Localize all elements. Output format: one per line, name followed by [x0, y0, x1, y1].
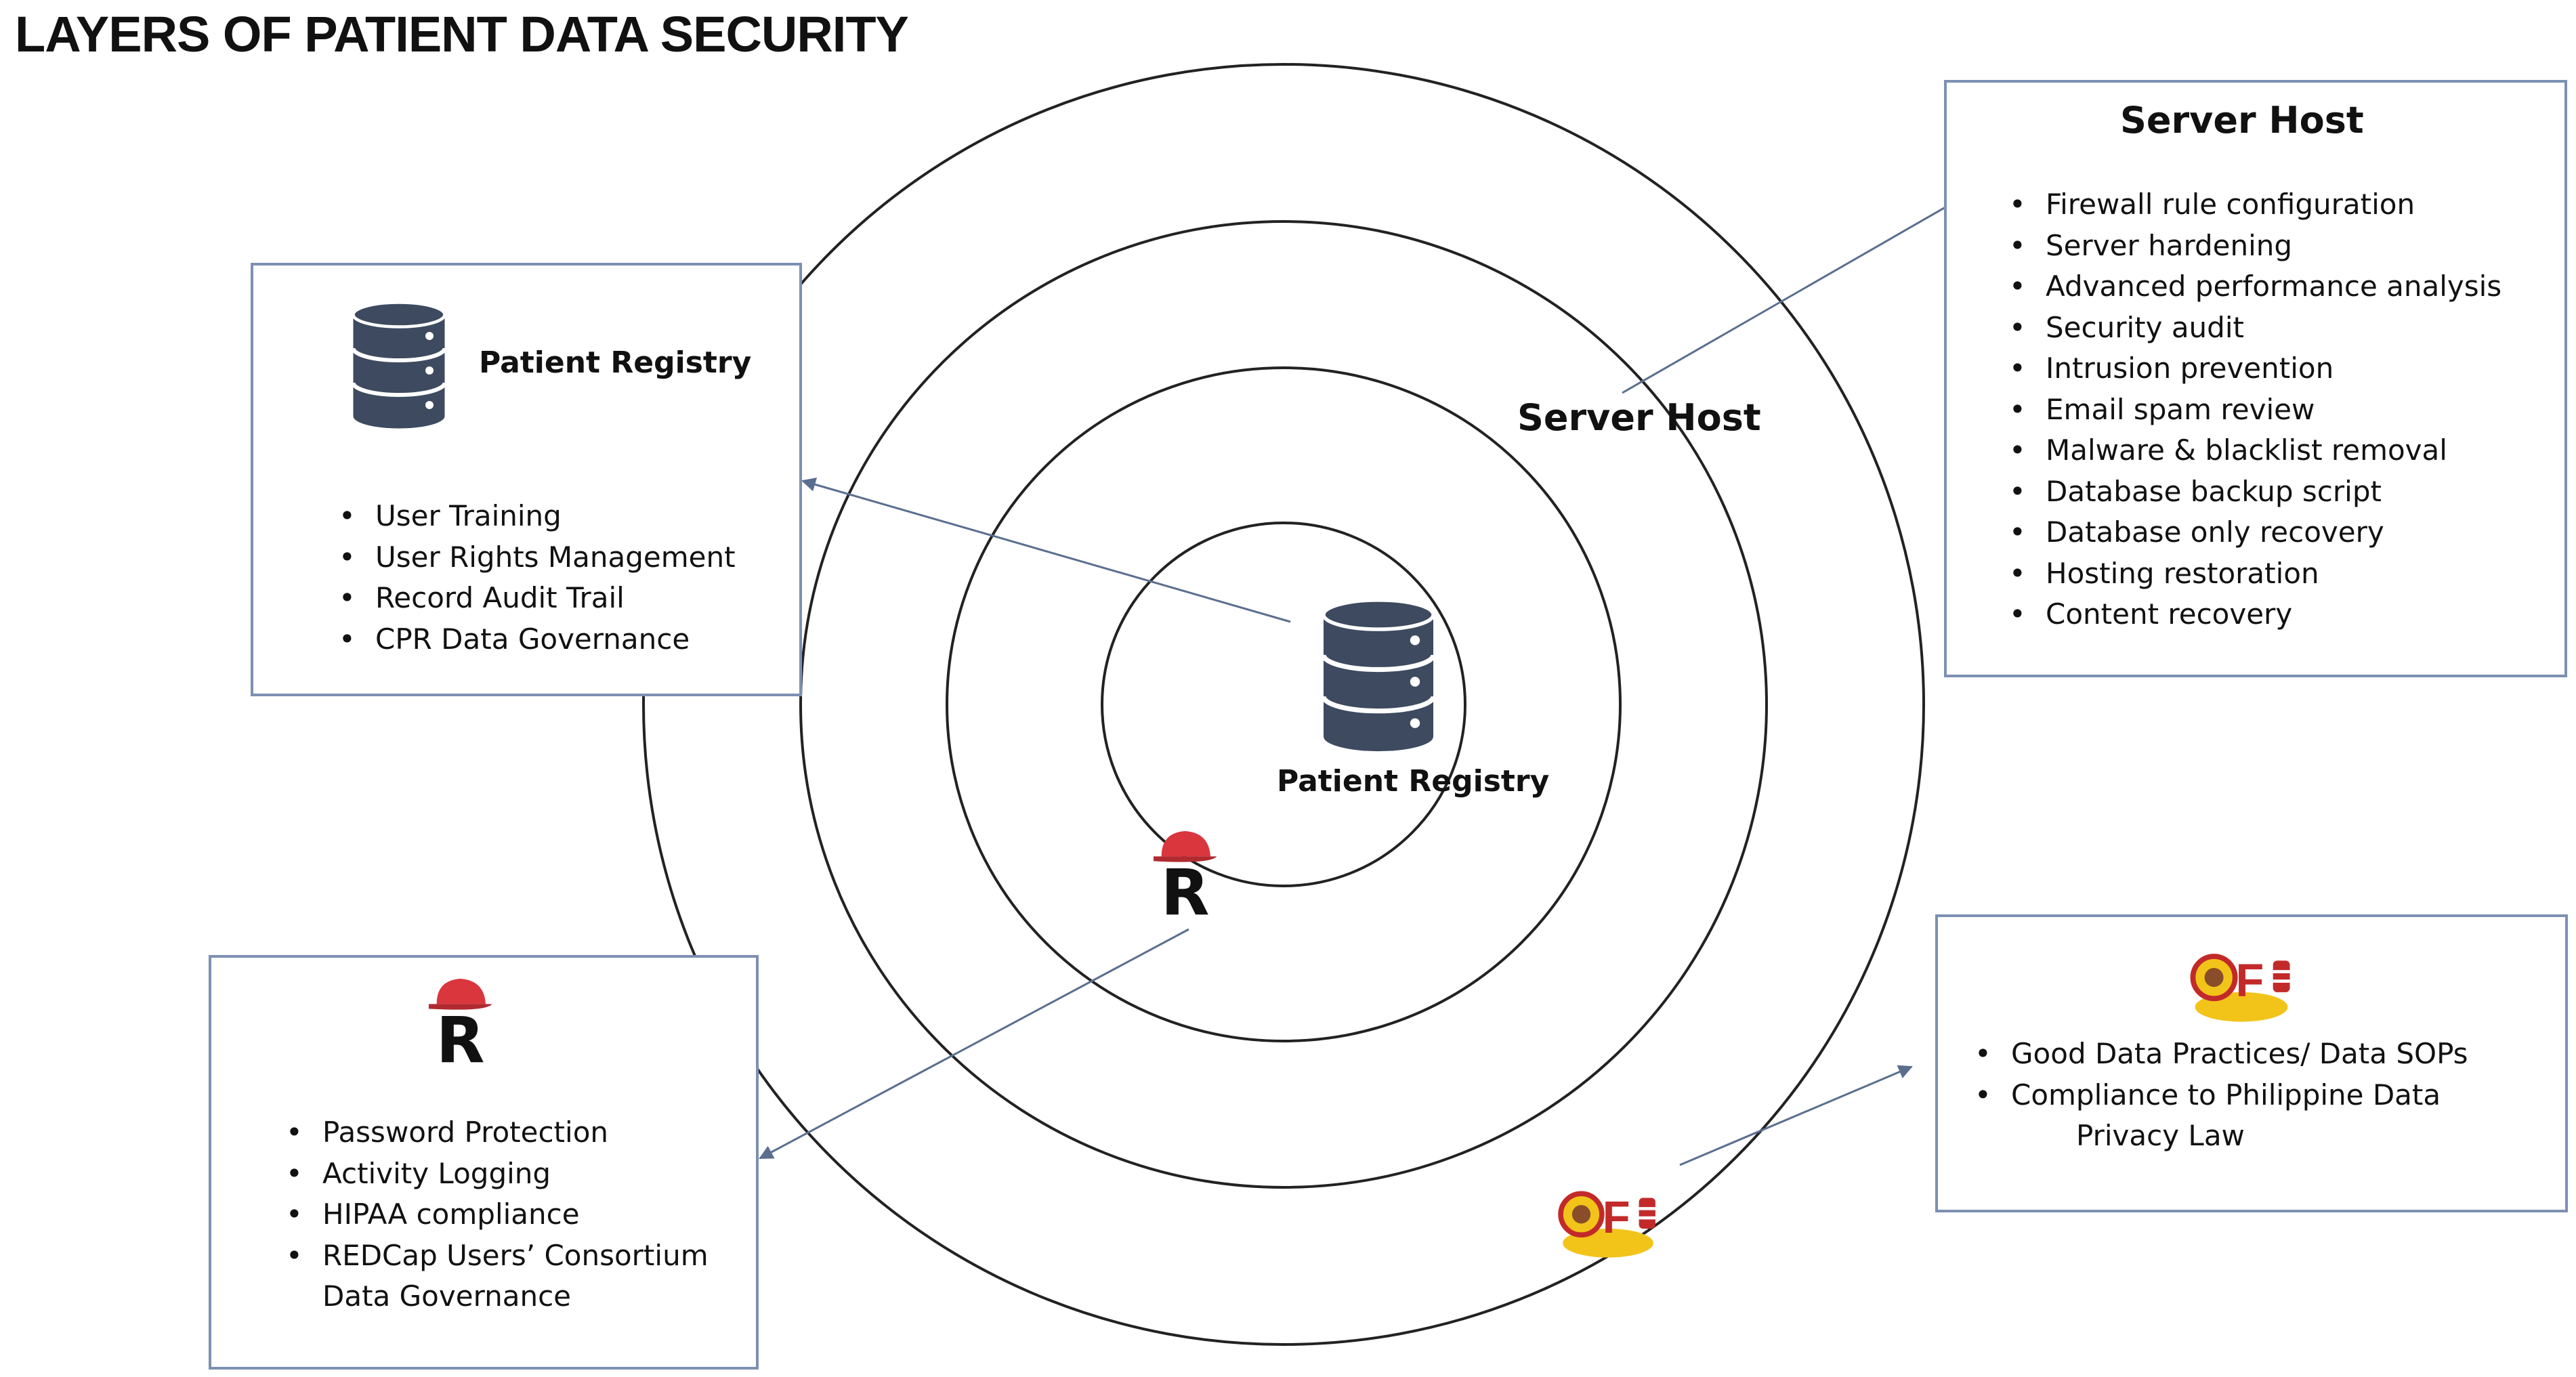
- redcap-logo: R: [429, 979, 492, 1069]
- list-item: Activity Logging: [286, 1153, 709, 1195]
- cf-box: F Good Data Practices/ Data SOPs Complia…: [1935, 914, 2568, 1212]
- list-item: CPR Data Governance: [339, 619, 736, 660]
- redcap-box: R Password Protection Activity Logging H…: [209, 955, 759, 1370]
- list-item: HIPAA compliance: [286, 1194, 709, 1235]
- svg-text:F: F: [1603, 1192, 1630, 1243]
- database-icon: [351, 301, 447, 429]
- list-item: User Training: [339, 496, 736, 537]
- inner-ring: [1101, 522, 1466, 887]
- server-host-box: Server Host Firewall rule configuration …: [1944, 80, 2567, 677]
- third-ring: [799, 220, 1768, 1189]
- box-heading: Patient Registry: [479, 345, 752, 380]
- arrow-to-patient-registry: [801, 478, 1291, 623]
- list-item: Server hardening: [2009, 226, 2501, 267]
- database-icon: [1321, 598, 1436, 752]
- list-item: User Rights Management: [339, 537, 736, 578]
- box-heading: Server Host: [2120, 99, 2364, 142]
- list-item: Good Data Practices/ Data SOPs: [1975, 1034, 2468, 1075]
- list-item: Database only recovery: [2009, 512, 2501, 553]
- arrow-to-cf: [1679, 1065, 1913, 1166]
- bullet-list: Password Protection Activity Logging HIP…: [286, 1112, 709, 1317]
- cf-logo: F: [1558, 1191, 1655, 1258]
- list-item: Content recovery: [2009, 594, 2501, 635]
- bullet-list: Good Data Practices/ Data SOPs Complianc…: [1975, 1034, 2468, 1157]
- list-item: Database backup script: [2009, 471, 2501, 513]
- ring-label-server-host: Server Host: [1517, 396, 1761, 439]
- list-item: Intrusion prevention: [2009, 348, 2501, 389]
- page-title: LAYERS OF PATIENT DATA SECURITY: [15, 6, 909, 62]
- cf-logo: F: [2190, 954, 2290, 1022]
- patient-registry-box: Patient Registry User Training User Righ…: [251, 263, 802, 696]
- list-item: Firewall rule configuration: [2009, 184, 2501, 226]
- list-item: Email spam review: [2009, 389, 2501, 431]
- second-ring: [946, 366, 1622, 1042]
- list-item: Security audit: [2009, 308, 2501, 349]
- bullet-list: Firewall rule configuration Server harde…: [2009, 184, 2501, 635]
- redcap-logo: R: [1154, 831, 1217, 921]
- list-item: Advanced performance analysis: [2009, 266, 2501, 308]
- outer-ring: [642, 63, 1925, 1346]
- arrow-to-redcap: [759, 928, 1189, 1160]
- list-item: Password Protection: [286, 1112, 709, 1153]
- list-item: Hosting restoration: [2009, 553, 2501, 595]
- list-item: Malware & blacklist removal: [2009, 430, 2501, 471]
- center-label: Patient Registry: [1277, 764, 1550, 799]
- svg-text:R: R: [436, 1004, 485, 1069]
- bullet-list: User Training User Rights Management Rec…: [339, 496, 736, 660]
- list-item: Record Audit Trail: [339, 578, 736, 619]
- svg-text:R: R: [1161, 857, 1210, 921]
- svg-text:F: F: [2236, 954, 2264, 1007]
